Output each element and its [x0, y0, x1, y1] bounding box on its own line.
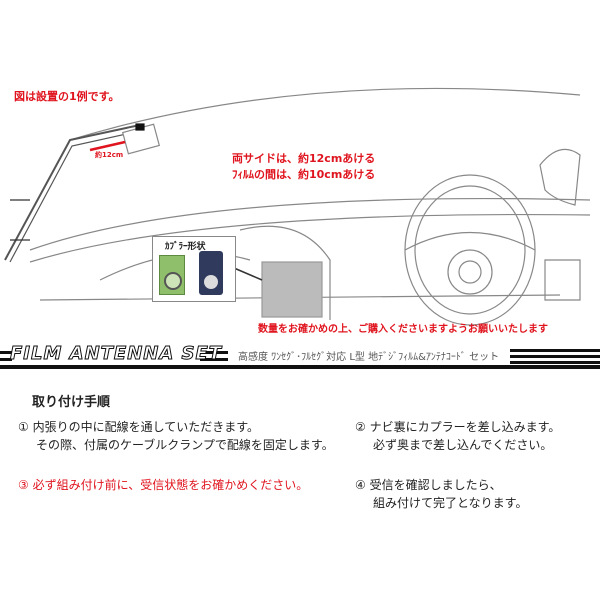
step-line: ナビ裏にカプラーを差し込みます。: [369, 420, 561, 434]
step-line: 組み付けて完了となります。: [373, 496, 528, 510]
distance-label: 約12cm: [95, 151, 124, 159]
step-line: 内張りの中に配線を通していただきます。: [32, 420, 260, 434]
step-number: ③: [18, 478, 29, 492]
banner-title: FILM ANTENNA SET: [9, 343, 223, 365]
navy-coupler-image: [199, 251, 223, 295]
coupler-title: ｶﾌﾞﾗｰ形状: [165, 242, 206, 252]
step-line: 受信を確認しましたら、: [369, 478, 502, 492]
green-coupler-image: [159, 255, 185, 295]
step-1: ① 内張りの中に配線を通していただきます。 その際、付属のケーブルクランプで配線…: [18, 418, 334, 454]
step-number: ④: [355, 478, 366, 492]
coupler-shape-box: ｶﾌﾞﾗｰ形状: [152, 236, 236, 302]
side-note-1: 両サイドは、約12cmあける: [232, 152, 376, 165]
step-number: ②: [355, 420, 366, 434]
step-line: その際、付属のケーブルクランプで配線を固定します。: [36, 438, 334, 452]
product-banner: [0, 343, 600, 369]
step-2: ② ナビ裏にカプラーを差し込みます。 必ず奥まで差し込んでください。: [355, 418, 560, 454]
step-3: ③ 必ず組み付け前に、受信状態をお確かめください。: [18, 476, 308, 494]
side-note-2: ﾌｨﾙﾑの間は、約10cmあける: [232, 168, 376, 181]
banner-subtitle: 高感度 ﾜﾝｾｸﾞ･ﾌﾙｾｸﾞ対応 L型 地ﾃﾞｼﾞﾌｨﾙﾑ&ｱﾝﾃﾅｺｰﾄﾞ …: [238, 352, 500, 363]
instructions-heading: 取り付け手順: [32, 395, 111, 410]
step-line: 必ず組み付け前に、受信状態をお確かめください。: [32, 478, 309, 492]
step-line: 必ず奥まで差し込んでください。: [373, 438, 553, 452]
step-4: ④ 受信を確認しましたら、 組み付けて完了となります。: [355, 476, 527, 512]
example-note: 図は設置の1例です。: [14, 90, 120, 103]
step-number: ①: [18, 420, 29, 434]
quantity-note: 数量をお確かめの上、ご購入くださいますようお願いいたします: [258, 324, 548, 335]
